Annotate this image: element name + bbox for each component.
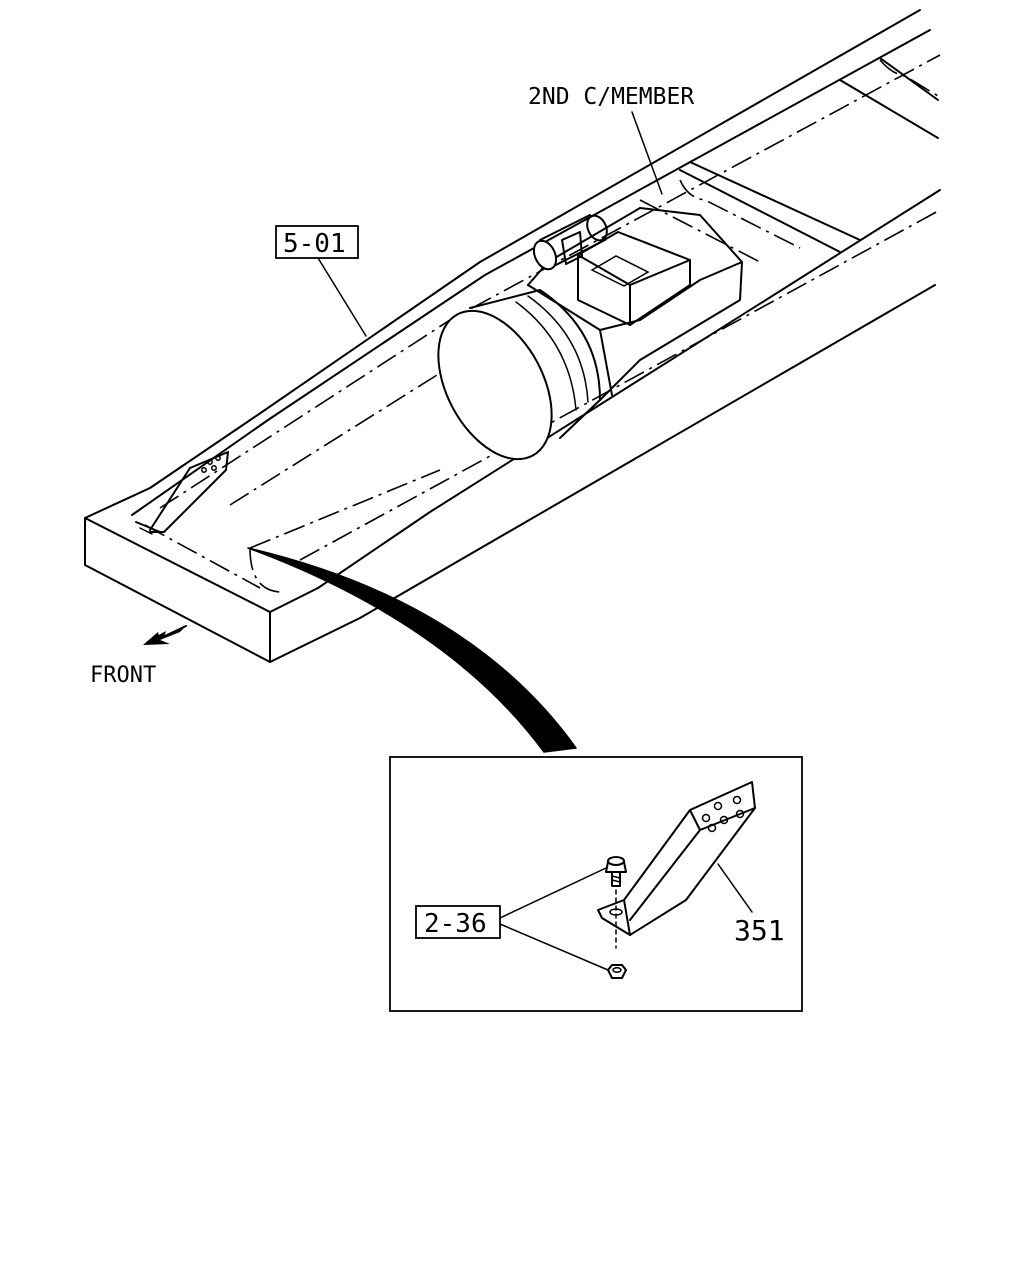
nut [607,964,627,979]
leader-second-crossmember [631,111,663,195]
leader-fastener-bolt [499,867,607,919]
fastener-ref-box [415,905,501,939]
label-frame-ref: 5-01 [283,229,346,259]
label-second-crossmember: 2ND C/MEMBER [528,84,694,110]
bolt [605,856,627,949]
leader-frame-ref [317,257,367,337]
detail-inset: 2-36 351 [389,756,803,1012]
arrow-left-down-icon [143,625,187,645]
chassis-frame [84,9,941,663]
leader-fastener-nut [499,923,609,971]
detail-callout-swoosh [247,547,577,753]
leader-part-number [717,863,753,913]
label-fastener-ref: 2-36 [424,909,487,939]
frame-ref-box [275,225,359,259]
label-front: FRONT [90,663,156,688]
tank-assembly [437,207,743,461]
bracket-on-frame [135,451,229,535]
bracket-351 [597,781,756,936]
label-part-number: 351 [734,914,785,947]
